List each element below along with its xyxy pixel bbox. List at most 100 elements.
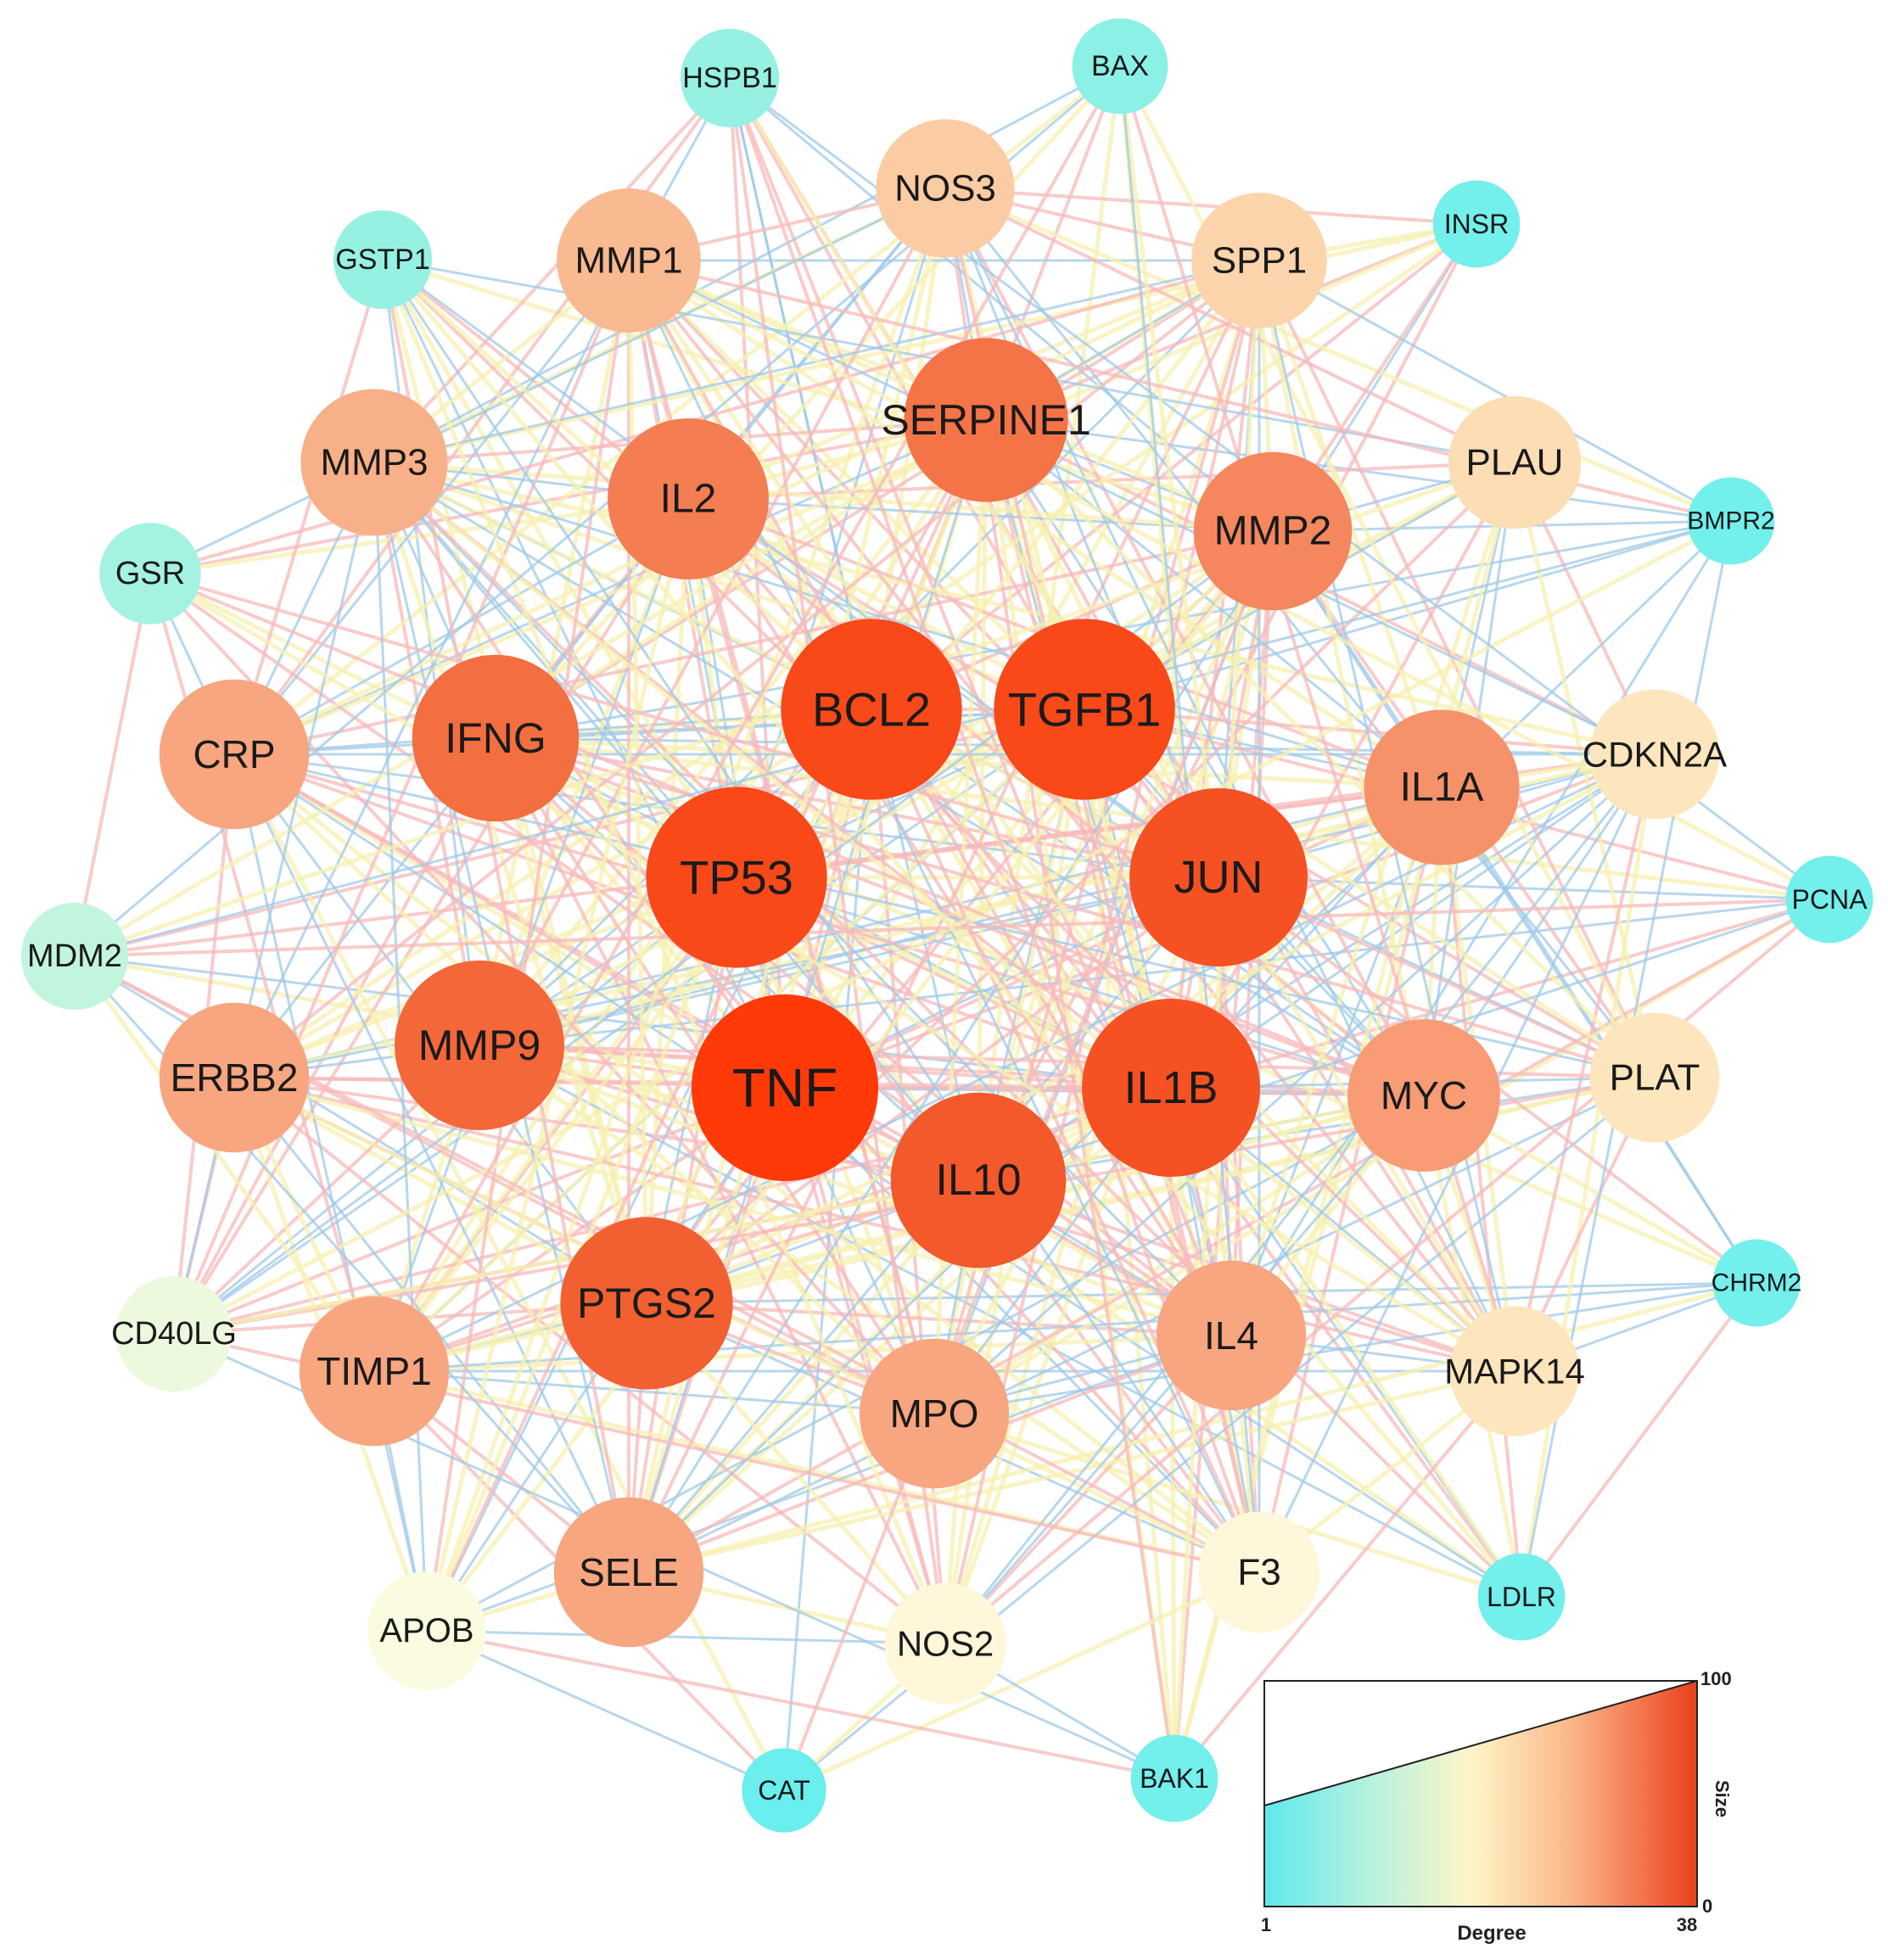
legend-size-max: 100 xyxy=(1700,1668,1732,1689)
node-circle-il2 xyxy=(608,418,769,580)
node-label-crp: CRP xyxy=(193,732,275,776)
node-jun[interactable]: JUN xyxy=(1129,788,1308,966)
node-bcl2[interactable]: BCL2 xyxy=(781,619,962,800)
edge-erbb2-spp1 xyxy=(232,259,1261,1079)
edge-gstp1-mmp2 xyxy=(382,257,1274,534)
node-gstp1[interactable]: GSTP1 xyxy=(333,210,433,310)
node-circle-nos3 xyxy=(876,119,1015,258)
edge-bmpr2-nos3 xyxy=(944,186,1732,524)
node-label-cd40lg: CD40LG xyxy=(111,1316,237,1352)
node-il10[interactable]: IL10 xyxy=(890,1092,1067,1268)
node-ldlr[interactable]: LDLR xyxy=(1477,1553,1566,1641)
node-timp1[interactable]: TIMP1 xyxy=(299,1296,450,1447)
edge-chrm2-mpo xyxy=(933,1281,1757,1415)
legend-frame xyxy=(1263,1680,1698,1907)
node-tnf[interactable]: TNF xyxy=(692,994,878,1181)
node-label-sele: SELE xyxy=(579,1550,679,1594)
node-circle-tgfb1 xyxy=(994,619,1175,800)
node-circle-insr xyxy=(1432,180,1521,268)
edge-hspb1-mmp3 xyxy=(373,76,731,464)
node-spp1[interactable]: SPP1 xyxy=(1191,193,1327,328)
node-circle-cd40lg xyxy=(115,1275,232,1392)
node-label-myc: MYC xyxy=(1381,1073,1467,1117)
edge-il1a-mmp1 xyxy=(627,258,1443,790)
node-circle-f3 xyxy=(1198,1511,1320,1633)
edge-apob-nos2 xyxy=(426,1629,946,1645)
legend-degree-min: 1 xyxy=(1261,1914,1271,1935)
node-tp53[interactable]: TP53 xyxy=(646,787,827,968)
node-bmpr2[interactable]: BMPR2 xyxy=(1687,477,1775,565)
node-cd40lg[interactable]: CD40LG xyxy=(111,1275,237,1392)
node-plau[interactable]: PLAU xyxy=(1448,395,1582,529)
node-f3[interactable]: F3 xyxy=(1198,1511,1320,1633)
node-circle-mmp9 xyxy=(395,960,564,1130)
node-ifng[interactable]: IFNG xyxy=(412,654,580,822)
node-circle-tp53 xyxy=(646,787,827,968)
node-cat[interactable]: CAT xyxy=(742,1748,826,1833)
node-myc[interactable]: MYC xyxy=(1347,1019,1500,1172)
edge-bmpr2-spp1 xyxy=(1258,259,1732,523)
node-label-mmp1: MMP1 xyxy=(574,240,682,282)
node-insr[interactable]: INSR xyxy=(1432,180,1521,268)
node-label-plat: PLAT xyxy=(1610,1057,1700,1099)
edge-cat-f3 xyxy=(782,1570,1261,1793)
node-circle-ptgs2 xyxy=(560,1217,733,1390)
node-sele[interactable]: SELE xyxy=(553,1497,704,1648)
node-plat[interactable]: PLAT xyxy=(1589,1012,1720,1143)
edge-apob-bak1 xyxy=(426,1629,1175,1780)
node-bak1[interactable]: BAK1 xyxy=(1130,1734,1219,1823)
node-circle-plat xyxy=(1589,1012,1720,1143)
node-hspb1[interactable]: HSPB1 xyxy=(680,28,780,128)
edge-bax-ifng xyxy=(494,64,1122,740)
edge-gstp1-ldlr xyxy=(381,258,1523,1599)
node-circle-mmp1 xyxy=(557,188,701,333)
node-chrm2[interactable]: CHRM2 xyxy=(1712,1239,1802,1327)
node-label-il1b: IL1B xyxy=(1123,1062,1218,1113)
node-apob[interactable]: APOB xyxy=(367,1571,486,1690)
edge-nos3-plau xyxy=(944,187,1515,464)
node-tgfb1[interactable]: TGFB1 xyxy=(994,619,1175,800)
node-il1b[interactable]: IL1B xyxy=(1082,999,1260,1177)
node-label-apob: APOB xyxy=(379,1612,473,1649)
node-crp[interactable]: CRP xyxy=(159,679,310,830)
node-mpo[interactable]: MPO xyxy=(859,1338,1010,1489)
node-circle-cdkn2a xyxy=(1589,689,1720,820)
node-pcna[interactable]: PCNA xyxy=(1785,855,1874,944)
node-il2[interactable]: IL2 xyxy=(608,418,769,580)
node-nos3[interactable]: NOS3 xyxy=(876,119,1015,258)
node-il1a[interactable]: IL1A xyxy=(1364,709,1520,865)
node-label-f3: F3 xyxy=(1237,1552,1280,1593)
edge-mdm2-ptgs2 xyxy=(74,955,647,1305)
node-mdm2[interactable]: MDM2 xyxy=(20,902,129,1011)
node-label-tgfb1: TGFB1 xyxy=(1008,683,1161,736)
node-nos2[interactable]: NOS2 xyxy=(884,1582,1006,1705)
node-erbb2[interactable]: ERBB2 xyxy=(159,1002,310,1153)
node-label-bmpr2: BMPR2 xyxy=(1687,507,1774,535)
node-circle-mmp2 xyxy=(1193,451,1353,611)
edge-cd40lg-mmp3 xyxy=(172,462,376,1335)
node-mmp9[interactable]: MMP9 xyxy=(395,960,564,1130)
node-mmp3[interactable]: MMP3 xyxy=(300,389,448,536)
edge-bmpr2-il4 xyxy=(1230,520,1733,1336)
edge-gstp1-mapk14 xyxy=(381,258,1516,1373)
node-mapk14[interactable]: MAPK14 xyxy=(1444,1306,1585,1436)
node-circle-apob xyxy=(367,1571,486,1690)
node-circle-pcna xyxy=(1785,855,1874,944)
edge-f3-mmp9 xyxy=(478,1043,1261,1575)
node-gsr[interactable]: GSR xyxy=(99,523,201,624)
legend-gradient-wedge xyxy=(1264,1681,1697,1907)
node-label-jun: JUN xyxy=(1174,852,1263,903)
node-mmp2[interactable]: MMP2 xyxy=(1193,451,1353,611)
edge-plat-spp1 xyxy=(1258,260,1656,1078)
node-il4[interactable]: IL4 xyxy=(1156,1260,1307,1411)
node-ptgs2[interactable]: PTGS2 xyxy=(560,1217,733,1390)
edge-ldlr-mmp1 xyxy=(626,259,1524,1599)
node-bax[interactable]: BAX xyxy=(1072,18,1168,115)
legend-degree-max: 38 xyxy=(1677,1914,1697,1935)
node-cdkn2a[interactable]: CDKN2A xyxy=(1583,689,1727,820)
node-mmp1[interactable]: MMP1 xyxy=(557,188,701,333)
node-label-mapk14: MAPK14 xyxy=(1444,1352,1585,1392)
node-serpine1[interactable]: SERPINE1 xyxy=(881,338,1091,502)
edge-bak1-mapk14 xyxy=(1173,1369,1516,1780)
